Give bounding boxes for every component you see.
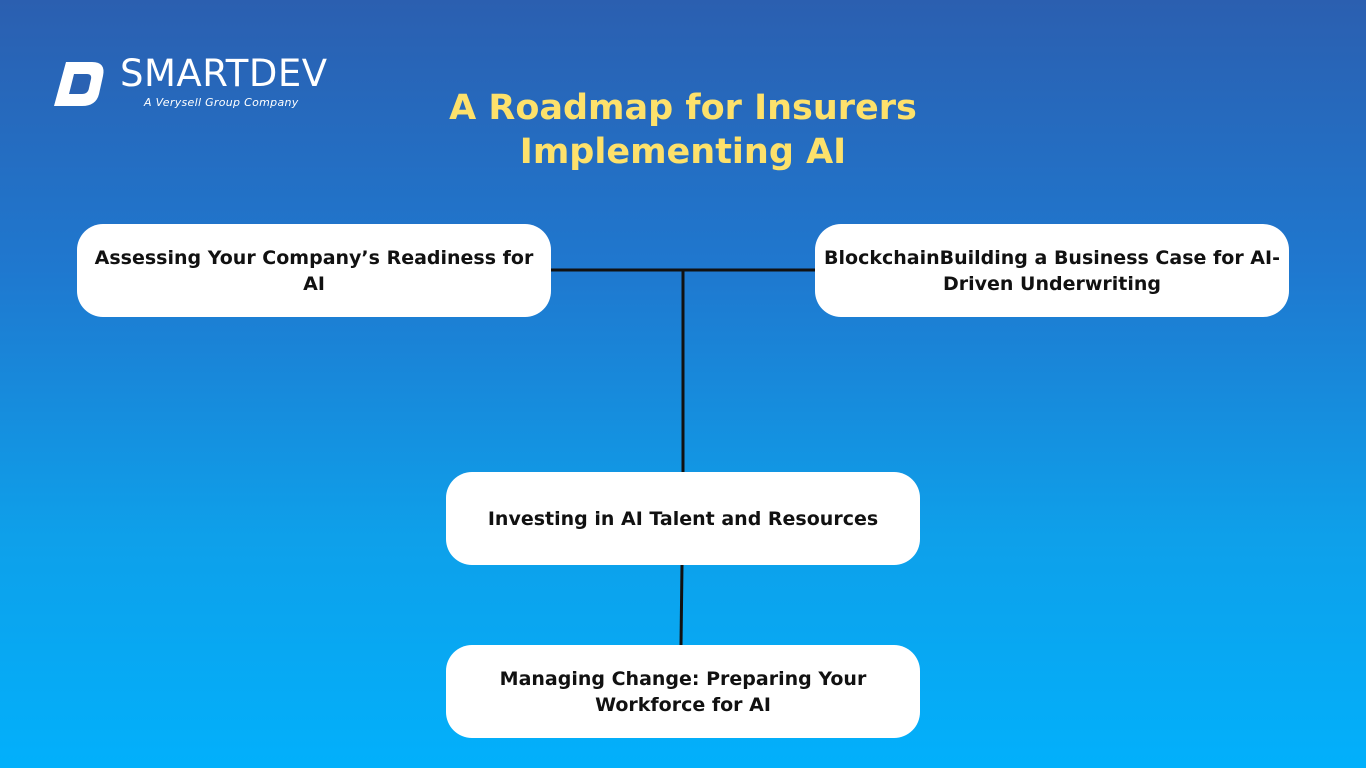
step-box-business-case: BlockchainBuilding a Business Case for A… [815,224,1289,317]
connector-vertical-bottom [679,564,684,646]
smartdev-logo-mark-icon [54,62,104,106]
logo-tagline: A Verysell Group Company [144,96,299,109]
smartdev-logo: SMARTDEV A Verysell Group Company [52,52,352,116]
logo-name: SMARTDEV [120,52,328,95]
page-title: A Roadmap for Insurers Implementing AI [449,88,917,172]
step-box-change-management: Managing Change: Preparing Your Workforc… [446,645,920,738]
step-label-talent: Investing in AI Talent and Resources [487,507,879,530]
step-label-readiness: Assessing Your Company’s Readiness for A… [94,246,534,295]
step-label-business-case: BlockchainBuilding a Business Case for A… [824,246,1280,295]
step-box-talent: Investing in AI Talent and Resources [446,472,920,565]
step-label-change-management: Managing Change: Preparing Your Workforc… [499,667,867,716]
step-box-readiness: Assessing Your Company’s Readiness for A… [77,224,551,317]
